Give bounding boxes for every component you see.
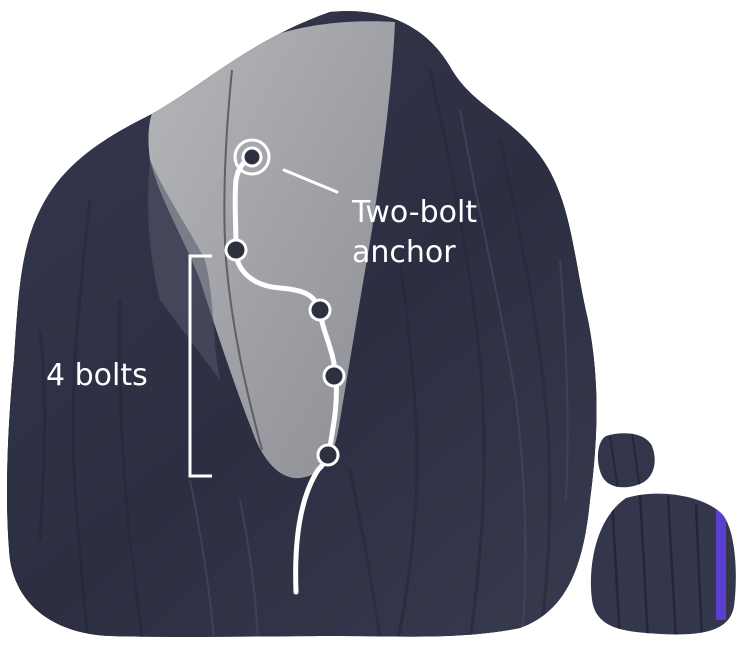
anchor-leader-line [282,168,339,194]
anchor-label: Two-bolt anchor [351,195,487,270]
bolt-marker-2 [308,298,332,322]
bolt-marker-1 [224,238,248,262]
bolt-markers [224,238,346,467]
bolt-marker-3 [322,364,346,388]
anchor-marker [233,138,271,176]
bolt-marker-4 [316,443,340,467]
anchor-label-line-2: anchor [352,235,456,270]
purple-edge-accent [716,510,726,620]
medium-rock-photo [590,493,736,635]
bolts-label: 4 bolts [46,358,148,393]
bolts-bracket [188,254,212,478]
anchor-label-line-1: Two-bolt [351,195,477,230]
small-rock-photo [597,433,655,488]
